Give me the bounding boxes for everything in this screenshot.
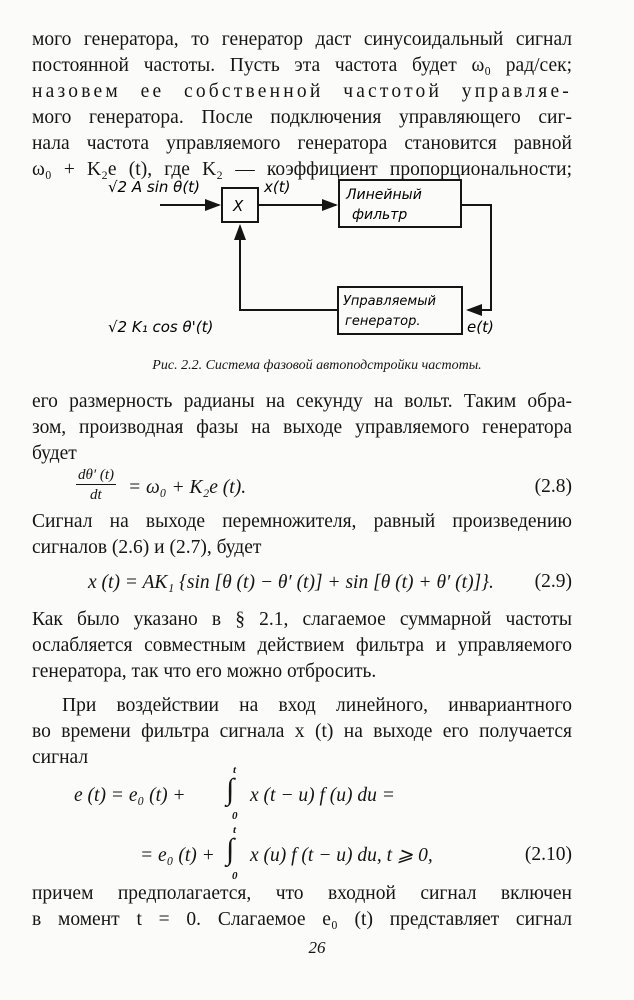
- output-label: x(t): [263, 178, 290, 196]
- input-label: √2 A sin θ(t): [108, 178, 200, 196]
- feedback-label: √2 K₁ cos θ'(t): [108, 318, 213, 336]
- text-line: назовем ее собственной частотой управляе…: [32, 81, 572, 102]
- equation-number: (2.8): [534, 476, 572, 497]
- text-line: постоянной частоты. Пусть эта частота бу…: [32, 55, 572, 76]
- multiplier-label: X: [232, 197, 244, 215]
- eq-line2-left: = e₀ (t) +: [140, 845, 215, 866]
- equation-number: (2.10): [524, 844, 572, 865]
- text-line: ослабляется совместным действием фильтра…: [32, 635, 572, 656]
- eq-line1-left: e (t) = e₀ (t) +: [74, 785, 186, 806]
- eq-rhs: = ω₀ + K₂e (t).: [128, 477, 247, 498]
- text-line: во времени фильтра сигнала x (t) на выхо…: [32, 721, 572, 742]
- figure-caption: Рис. 2.2. Система фазовой автоподстройки…: [152, 358, 482, 373]
- eq-line1-right: x (t − u) f (u) du =: [250, 785, 395, 806]
- linear-filter-block: [338, 179, 462, 228]
- lower-limit: 0: [232, 810, 238, 822]
- text-line: мого генератора. После подключения управ…: [32, 107, 572, 128]
- eq-numerator: dθ′ (t): [76, 467, 117, 485]
- text-line: нала частота управляемого генератора ста…: [32, 133, 572, 154]
- text-line: ω₀ + K₂e (t), где K₂ — коэффициент пропо…: [32, 159, 572, 180]
- filter-label-2: фильтр: [352, 207, 407, 223]
- equation-number: (2.9): [534, 571, 572, 592]
- pll-block-diagram: √2 A sin θ(t) X x(t) Линейный фильтр Упр…: [108, 178, 494, 336]
- text-line: зом, производная фазы на выходе управляе…: [32, 417, 572, 438]
- text-line: сигнал: [32, 747, 89, 768]
- text-line: Как было указано в § 2.1, слагаемое сумм…: [32, 609, 572, 630]
- integral-sign: ∫: [226, 833, 235, 866]
- eq-denominator: dt: [90, 487, 102, 503]
- integral-sign: ∫: [226, 773, 235, 806]
- lower-limit: 0: [232, 870, 238, 882]
- error-label: e(t): [467, 318, 494, 336]
- eq-line2-right: x (u) f (t − u) du, t ⩾ 0,: [250, 845, 433, 866]
- text-line: Сигнал на выходе перемножителя, равный п…: [32, 511, 572, 532]
- vco-label-2: генератор.: [345, 314, 420, 329]
- text-line: генератора, так что его можно отбросить.: [32, 661, 377, 682]
- upper-limit: t: [233, 764, 237, 776]
- text-line: будет: [32, 443, 77, 464]
- filter-label-1: Линейный: [345, 187, 422, 203]
- upper-limit: t: [233, 824, 237, 836]
- text-line: сигналов (2.6) и (2.7), будет: [32, 537, 262, 558]
- page-number: 26: [308, 938, 326, 957]
- text-line: мого генератора, то генератор даст синус…: [32, 29, 572, 50]
- text-line: причем предполагается, что входной сигна…: [32, 883, 572, 904]
- eq-body: x (t) = AK₁ {sin [θ (t) − θ′ (t)] + sin …: [88, 572, 494, 593]
- text-line: его размерность радианы на секунду на во…: [32, 391, 572, 412]
- vco-label-1: Управляемый: [343, 294, 436, 309]
- text-line: в момент t = 0. Слагаемое e₀ (t) предста…: [32, 909, 572, 930]
- text-line: При воздействии на вход линейного, инвар…: [62, 695, 572, 716]
